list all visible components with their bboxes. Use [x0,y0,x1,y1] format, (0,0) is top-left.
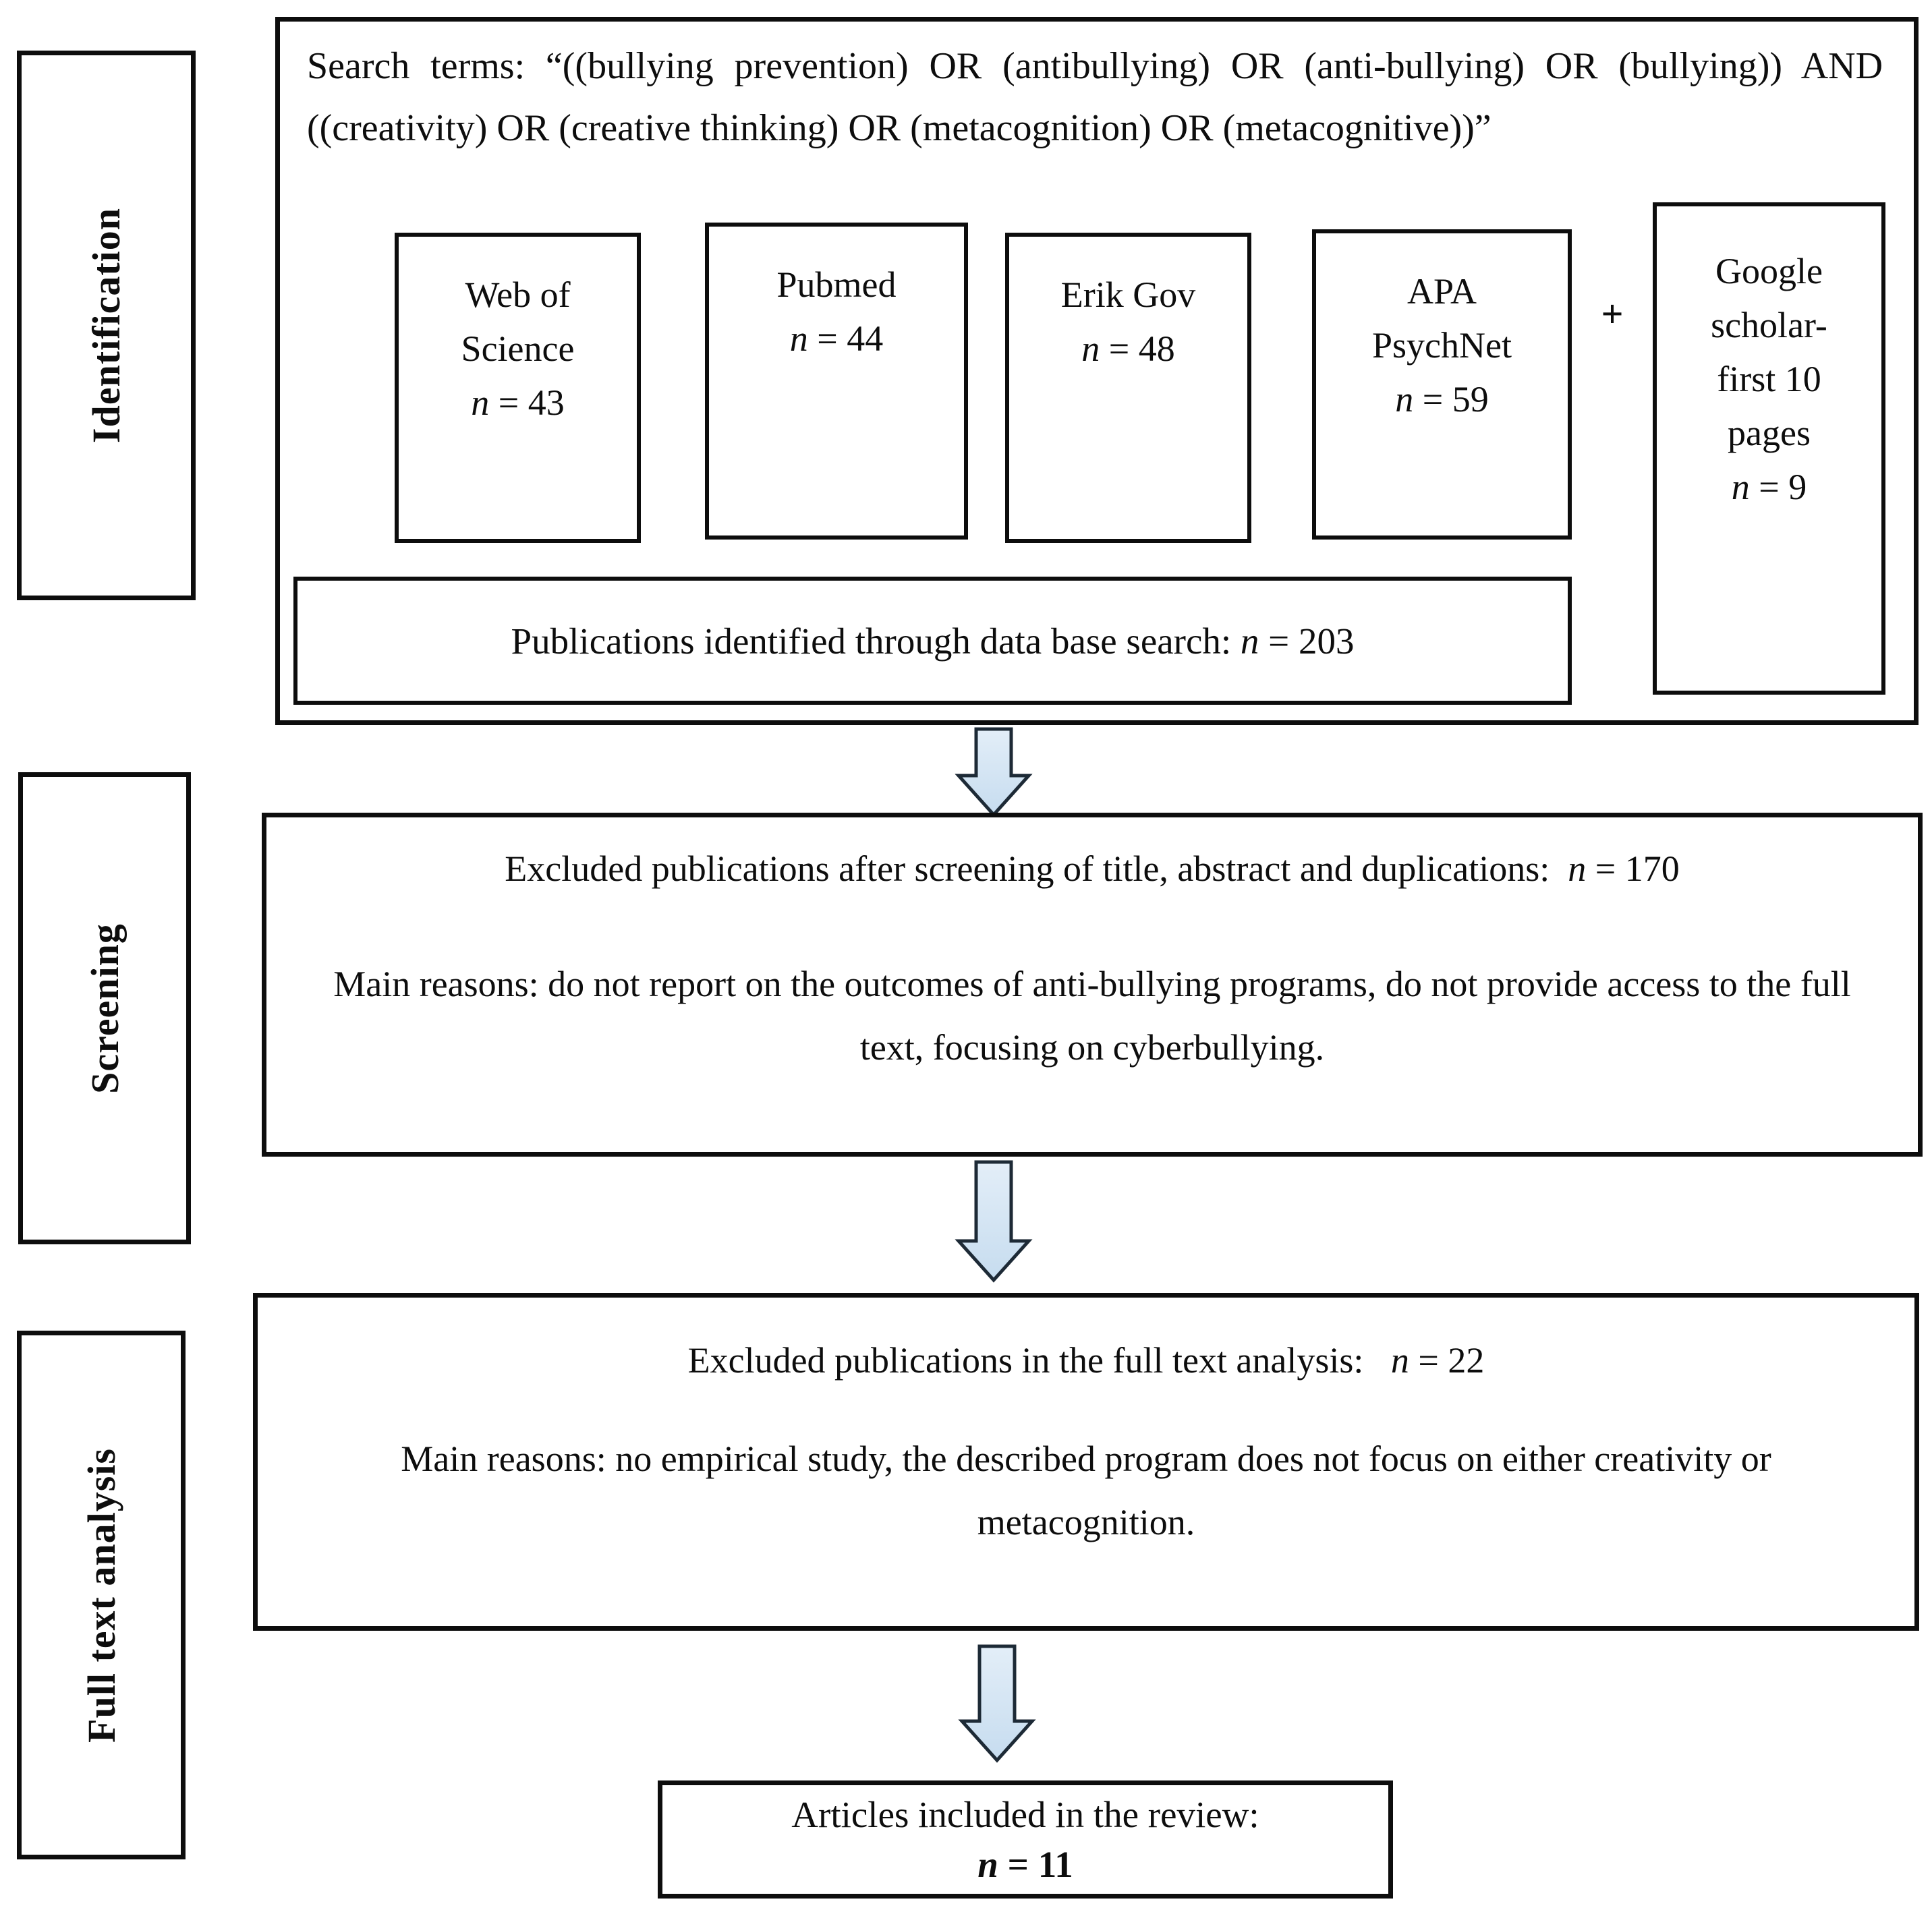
stage-box-screening: Screening [18,772,191,1244]
database-count: n = 43 [471,382,565,423]
screening-excluded-text: Excluded publications after screening of… [505,848,1680,889]
screening-reasons-text: Main reasons: do not report on the outco… [333,964,1851,1068]
plus-sign: + [1601,291,1624,336]
database-box-web-of-science: Web of Science n = 43 [395,233,641,543]
stage-box-full-text-analysis: Full text analysis [17,1331,186,1859]
database-box-apa-psychnet: APA PsychNet n = 59 [1312,229,1572,540]
database-box-google-scholar: Google scholar- first 10 pages n = 9 [1653,202,1885,695]
database-name: APA PsychNet [1372,271,1512,366]
database-box-pubmed: Pubmed n = 44 [705,223,968,540]
articles-included-count: n = 11 [977,1843,1073,1885]
database-count: n = 59 [1395,379,1489,419]
database-name: Web of Science [461,274,575,369]
down-arrow-icon [955,1160,1033,1283]
database-name: Pubmed [776,264,897,305]
publications-identified-text: Publications identified through data bas… [511,620,1355,662]
database-name: Erik Gov [1060,274,1196,315]
down-arrow-icon [955,727,1033,817]
database-count: n = 9 [1731,467,1807,507]
search-terms-line1: Search terms: “((bullying prevention) OR… [307,45,1883,87]
publications-identified-box: Publications identified through data bas… [293,577,1572,705]
stage-label-full-text-analysis: Full text analysis [79,1447,123,1743]
stage-label-screening: Screening [82,923,127,1094]
database-name: Google scholar- first 10 pages [1711,251,1827,453]
down-arrow-icon [958,1644,1036,1763]
screening-panel: Excluded publications after screening of… [262,813,1923,1157]
full-text-analysis-panel: Excluded publications in the full text a… [253,1293,1919,1631]
search-terms-line2: ((creativity) OR (creative thinking) OR … [307,107,1491,149]
articles-included-box: Articles included in the review: n = 11 [658,1780,1393,1899]
stage-box-identification: Identification [17,51,196,600]
search-terms-text: Search terms: “((bullying prevention) OR… [307,35,1906,159]
database-count: n = 44 [789,318,884,359]
database-count: n = 48 [1081,328,1175,369]
stage-label-identification: Identification [84,207,128,444]
articles-included-text: Articles included in the review: [791,1793,1259,1835]
database-box-erik-gov: Erik Gov n = 48 [1005,233,1251,543]
full-text-excluded-text: Excluded publications in the full text a… [687,1340,1485,1381]
full-text-reasons-text: Main reasons: no empirical study, the de… [401,1439,1771,1542]
